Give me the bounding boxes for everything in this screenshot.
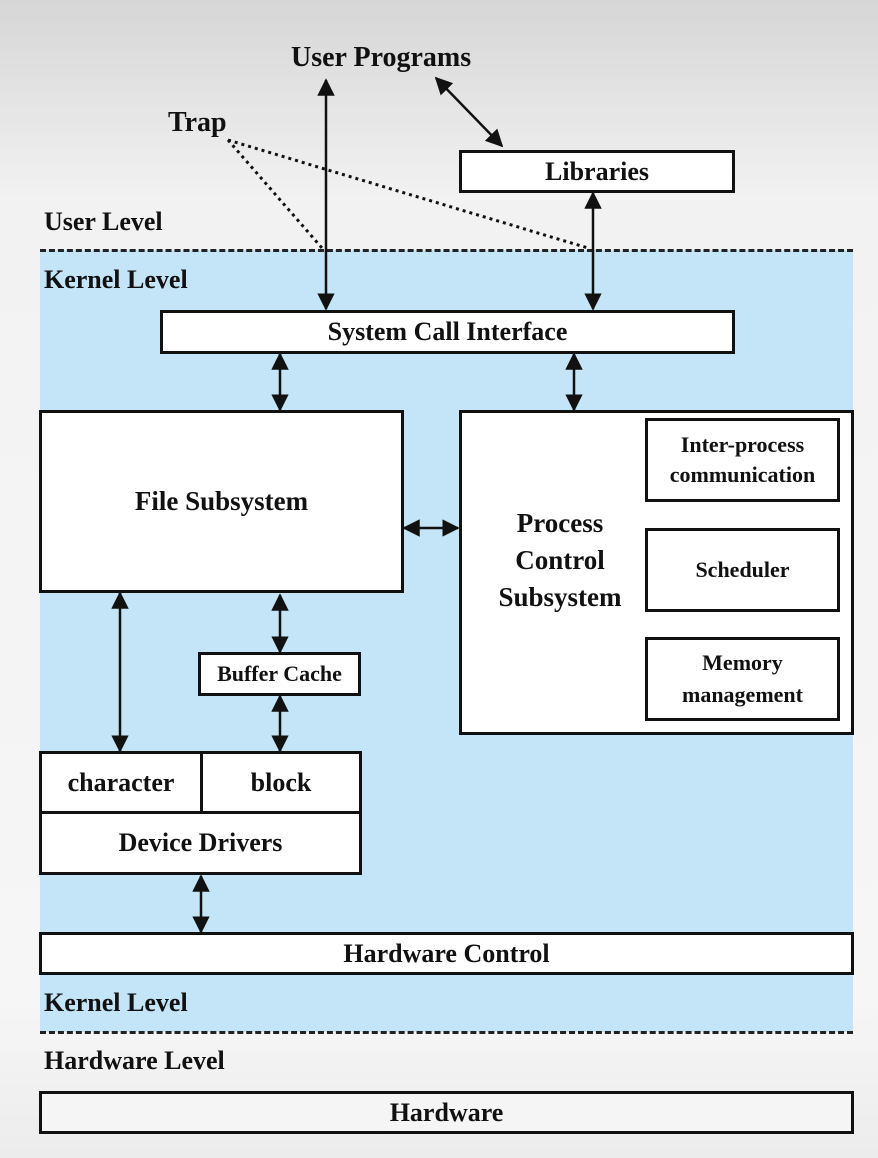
user-kernel-boundary [40,249,853,252]
scheduler-box: Scheduler [645,528,840,612]
libraries-box: Libraries [459,150,735,193]
device-drivers-box: Device Drivers [39,811,362,875]
block-label: block [250,767,312,797]
hardware-control-label: Hardware Control [343,938,550,968]
memory-management-label: Memory management [682,650,803,707]
user-level-label: User Level [44,207,163,236]
user-programs-label: User Programs [291,42,472,73]
scheduler-label: Scheduler [695,557,790,582]
hardware-label: Hardware [389,1097,504,1127]
trap-line-syscall [226,139,324,249]
process-control-subsystem-label: Process Control Subsystem [498,508,622,612]
block-box: block [200,751,362,814]
kernel-level-label-top: Kernel Level [44,265,188,294]
arrow-userprograms-libraries [434,76,504,148]
buffer-cache-label: Buffer Cache [217,661,342,686]
inter-process-communication-label: Inter-process communication [669,432,816,487]
hardware-level-label: Hardware Level [44,1046,225,1075]
character-box: character [39,751,203,814]
kernel-hardware-boundary [40,1031,853,1034]
file-subsystem-label: File Subsystem [134,486,309,516]
hardware-box: Hardware [39,1091,854,1134]
system-call-interface-box: System Call Interface [160,310,735,354]
system-call-interface-label: System Call Interface [327,317,568,346]
kernel-level-label-bottom: Kernel Level [44,988,188,1017]
character-label: character [67,767,175,797]
device-drivers-label: Device Drivers [118,828,283,857]
trap-label: Trap [168,107,227,138]
buffer-cache-box: Buffer Cache [198,652,361,696]
hardware-control-box: Hardware Control [39,932,854,975]
inter-process-communication-box: Inter-process communication [645,418,840,502]
libraries-label: Libraries [545,156,649,186]
memory-management-box: Memory management [645,637,840,721]
file-subsystem-box: File Subsystem [39,410,404,593]
